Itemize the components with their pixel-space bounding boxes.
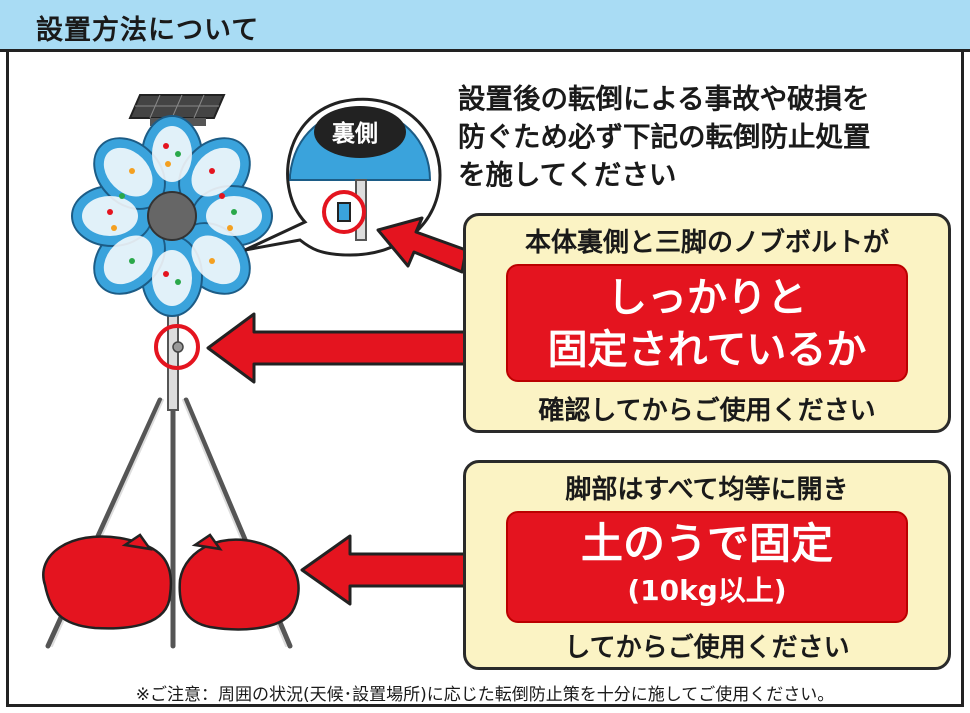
panel2-red-line1: 土のうで固定 bbox=[580, 519, 833, 568]
bubble-label: 裏側 bbox=[332, 121, 378, 147]
pole-knob-highlight bbox=[154, 324, 200, 370]
content-frame bbox=[6, 52, 964, 707]
warning-line: を施してください bbox=[458, 159, 677, 191]
panel2-top-text: 脚部はすべて均等に開き bbox=[565, 475, 849, 505]
panel1-red-line1: しっかりと bbox=[607, 275, 807, 321]
sandbag-panel: 脚部はすべて均等に開き 土のうで固定 (10kg以上) してからご使用ください bbox=[463, 460, 951, 670]
panel2-bottom-text: してからご使用ください bbox=[564, 633, 850, 663]
wheel-sign-illustration bbox=[71, 115, 273, 317]
panel1-red-box: しっかりと 固定されているか bbox=[506, 264, 908, 382]
arrow-to-bubble bbox=[376, 216, 468, 274]
warning-text: 設置後の転倒による事故や破損を 防ぐため必ず下記の転倒防止処置 を施してください bbox=[458, 80, 958, 194]
header-bar: 設置方法について bbox=[0, 0, 970, 52]
panel1-top-text: 本体裏側と三脚のノブボルトが bbox=[524, 228, 889, 258]
footer-note: ※ご注意：周囲の状況(天候･設置場所)に応じた転倒防止策を十分に施してご使用くだ… bbox=[135, 685, 835, 705]
warning-line: 防ぐため必ず下記の転倒防止処置 bbox=[458, 121, 871, 153]
page-title: 設置方法について bbox=[36, 15, 260, 46]
warning-line: 設置後の転倒による事故や破損を bbox=[458, 83, 870, 115]
panel2-red-box: 土のうで固定 (10kg以上) bbox=[506, 511, 908, 623]
panel2-red-line2: (10kg以上) bbox=[627, 574, 787, 607]
arrow-to-pole bbox=[206, 312, 468, 384]
panel1-red-line2: 固定されているか bbox=[547, 327, 867, 373]
sandbag-illustration bbox=[42, 533, 300, 631]
panel1-bottom-text: 確認してからご使用ください bbox=[538, 396, 876, 426]
back-view-bubble bbox=[244, 97, 442, 257]
knob-check-panel: 本体裏側と三脚のノブボルトが しっかりと 固定されているか 確認してからご使用く… bbox=[463, 213, 951, 433]
arrow-to-sandbag bbox=[300, 534, 468, 606]
